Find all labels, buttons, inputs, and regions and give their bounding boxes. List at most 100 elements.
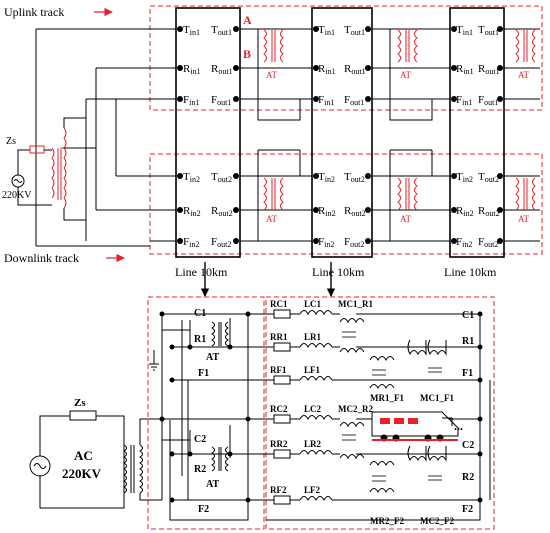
detail-circuit <box>29 296 495 530</box>
inductor-label-lr2: LR2 <box>304 439 322 449</box>
terminal-label: Rin2 <box>183 205 201 218</box>
terminal-label: Rin1 <box>318 63 336 76</box>
ellipsis-label: ... <box>454 419 463 433</box>
terminal-label: Fin2 <box>183 236 199 249</box>
right-label-c2: C2 <box>462 440 474 451</box>
terminal-label: Tin1 <box>456 24 473 37</box>
source-top-label: 220KV <box>2 190 32 201</box>
terminal-label: Rout1 <box>344 63 366 76</box>
inductor-label-lf2: LF2 <box>304 485 321 495</box>
mutual-label-mr1f1: MR1_F1 <box>370 393 404 403</box>
top-network <box>11 5 543 258</box>
svg-text:AT: AT <box>266 214 278 224</box>
resistor-label-rc1: RC1 <box>270 299 288 309</box>
inductor-label-lc2: LC2 <box>304 404 322 414</box>
terminal-label: Fout2 <box>344 236 364 249</box>
terminal-label: Rout1 <box>211 63 233 76</box>
terminal-dots <box>177 26 503 244</box>
section-block-3 <box>449 7 505 258</box>
terminal-label: Tin2 <box>456 171 473 184</box>
section-block-1 <box>175 7 241 258</box>
terminal-label: Tout2 <box>344 171 365 184</box>
terminal-label: Fin1 <box>318 94 334 107</box>
terminal-label: Tout1 <box>211 24 232 37</box>
resistor-label-rr1: RR1 <box>270 332 288 342</box>
at-transformer-group-up <box>263 29 536 63</box>
section-label-2: Line 10km <box>312 265 365 279</box>
point-a-label: A <box>243 13 252 27</box>
svg-text:AT: AT <box>206 352 219 363</box>
terminal-label: Rout2 <box>344 205 366 218</box>
left-label-c1: C1 <box>194 308 206 319</box>
section-length-labels: Line 10km Line 10km Line 10km <box>175 265 497 279</box>
detail-right-box <box>265 296 495 530</box>
terminal-label: Tout1 <box>478 24 499 37</box>
resistor-label-rc2: RC2 <box>270 404 288 414</box>
left-label-r2: R2 <box>194 464 206 475</box>
right-label-r1: R1 <box>462 336 474 347</box>
mutual-label-mc1r1: MC1_R1 <box>338 299 373 309</box>
inductor-label-lr1: LR1 <box>304 332 322 342</box>
terminal-label: Tin2 <box>318 171 335 184</box>
terminal-label: Tout2 <box>478 171 499 184</box>
bottom-kv-label: 220KV <box>62 466 102 481</box>
downlink-track-label: Downlink track <box>4 251 79 265</box>
downlink-region-box <box>149 153 543 255</box>
point-b-label: B <box>243 47 251 61</box>
mutual-label-mc2r2: MC2_R2 <box>338 404 373 414</box>
right-label-f2: F2 <box>462 504 473 515</box>
train-icon <box>371 411 459 442</box>
terminal-label: Tout2 <box>211 171 232 184</box>
terminal-label: Fout1 <box>344 94 364 107</box>
left-label-r1: R1 <box>194 334 206 345</box>
resistor-label-rr2: RR2 <box>270 439 288 449</box>
uplink-region-box <box>149 5 543 111</box>
terminal-label: Rin2 <box>456 205 474 218</box>
svg-text:AT: AT <box>518 214 530 224</box>
svg-text:AT: AT <box>206 479 219 490</box>
left-label-f1: F1 <box>198 368 209 379</box>
resistor-label-rf1: RF1 <box>270 365 287 375</box>
terminal-label: Fout1 <box>211 94 231 107</box>
svg-text:AT: AT <box>266 70 278 80</box>
terminal-label: Rout2 <box>478 205 500 218</box>
right-label-f1: F1 <box>462 368 473 379</box>
terminal-label: Tin1 <box>318 24 335 37</box>
svg-text:AT: AT <box>518 70 530 80</box>
bottom-ac-label: AC <box>74 448 93 463</box>
terminal-label: Fin1 <box>183 94 199 107</box>
branch-rows <box>264 309 491 521</box>
mutual-label-mc2f2: MC2_F2 <box>420 516 454 526</box>
terminal-label: Fout2 <box>211 236 231 249</box>
terminal-label: Tout1 <box>344 24 365 37</box>
right-label-r2: R2 <box>462 472 474 483</box>
resistor-label-rf2: RF2 <box>270 485 287 495</box>
zs-top-label: Zs <box>6 136 16 147</box>
detail-labels: C1 R1 F1 C2 R2 F2 AT AT RC1 RR1 RF1 RC2 … <box>62 299 474 526</box>
detail-left-box <box>147 296 265 530</box>
terminal-label: Fout1 <box>478 94 498 107</box>
terminal-label: Rin2 <box>318 205 336 218</box>
terminal-label: Rout1 <box>478 63 500 76</box>
section-block-2 <box>311 7 373 258</box>
terminal-label: Tin2 <box>183 171 200 184</box>
mutual-label-mr2f2: MR2_F2 <box>370 516 404 526</box>
right-label-c1: C1 <box>462 310 474 321</box>
terminal-label: Fin1 <box>456 94 472 107</box>
inductor-label-lc1: LC1 <box>304 299 322 309</box>
terminal-label: Rin1 <box>456 63 474 76</box>
terminal-label: Fout2 <box>478 236 498 249</box>
left-label-f2: F2 <box>198 504 209 515</box>
terminal-label: Tin1 <box>183 24 200 37</box>
at-transformer-group-down <box>263 177 536 211</box>
terminal-label: Rout2 <box>211 205 233 218</box>
terminal-label: Fin2 <box>456 236 472 249</box>
section-label-1: Line 10km <box>175 265 228 279</box>
detail-dots <box>159 311 483 503</box>
bottom-zs-label: Zs <box>74 397 86 409</box>
terminal-label: Fin2 <box>318 236 334 249</box>
terminal-label: Rin1 <box>183 63 201 76</box>
section-label-3: Line 10km <box>444 265 497 279</box>
